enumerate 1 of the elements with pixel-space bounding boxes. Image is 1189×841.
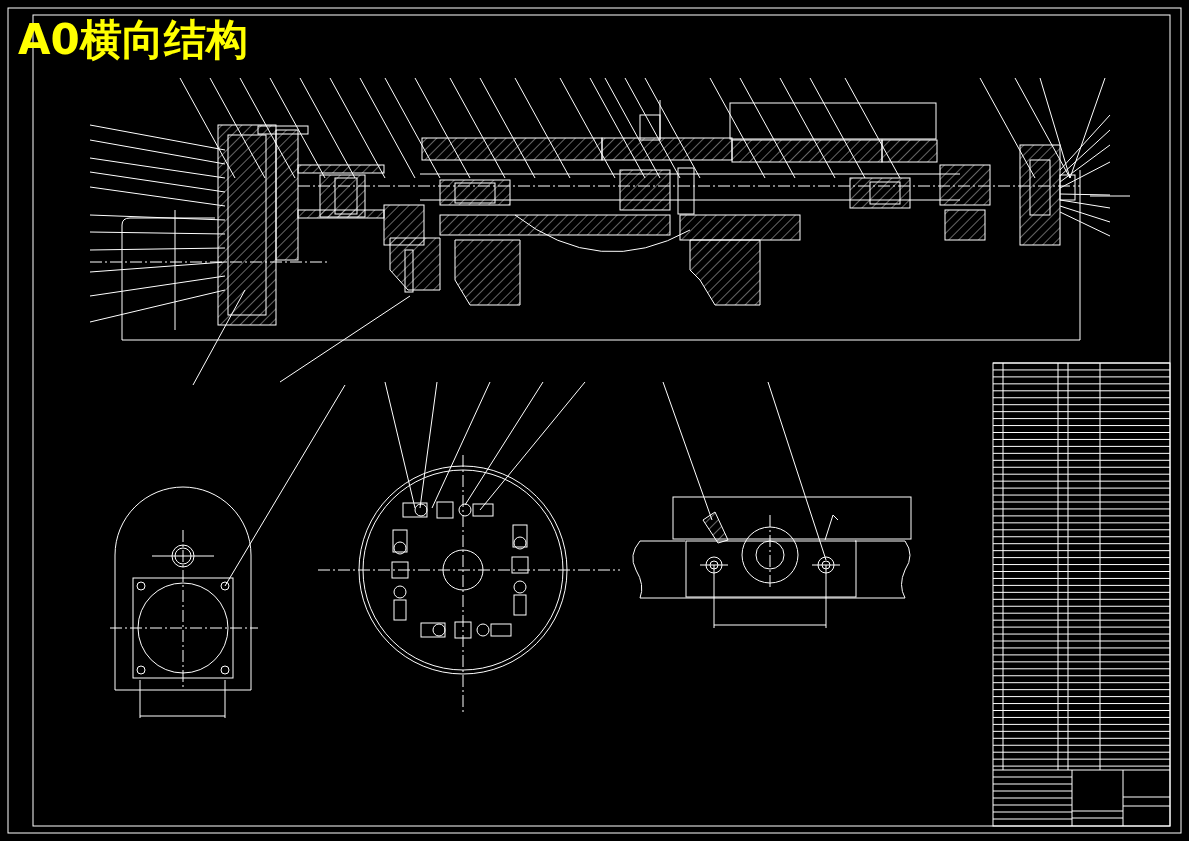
drawing-title: A0横向结构 [18, 14, 248, 66]
